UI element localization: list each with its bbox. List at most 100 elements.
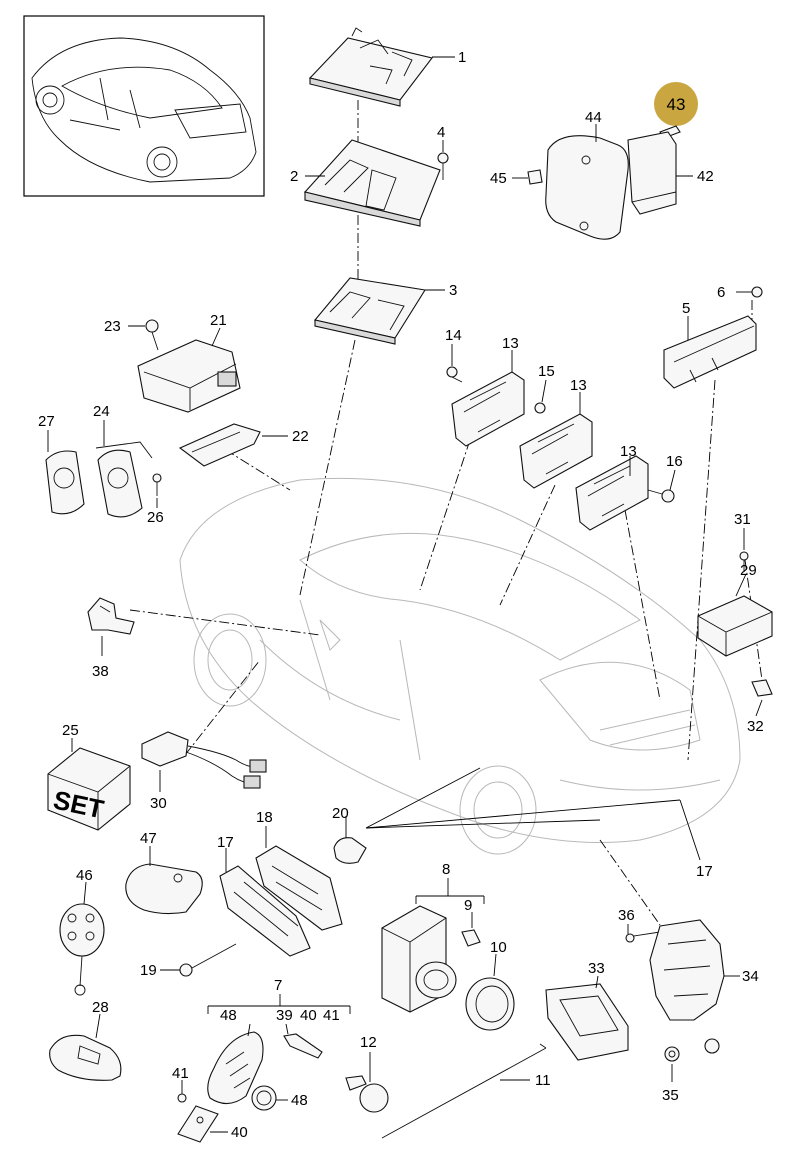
part-47-fob: 47 [125, 830, 203, 915]
callout-30: 30 [150, 795, 167, 812]
callout-46: 46 [76, 867, 93, 884]
part-13-module-c: 13 [575, 443, 649, 531]
part-44-cover: 44 [545, 109, 629, 240]
callout-43: 43 [667, 95, 686, 114]
assembly-lines [129, 100, 763, 926]
callout-10: 10 [490, 939, 507, 956]
part-15-screw: 15 [534, 363, 555, 414]
part-20-bulb: 20 [332, 805, 367, 864]
part-40-plate: 40 [177, 1105, 248, 1143]
callout-38: 38 [92, 663, 109, 680]
callout-17a: 17 [217, 834, 234, 851]
part-28-key: 28 [49, 999, 122, 1081]
callout-3: 3 [449, 282, 457, 299]
callout-48b: 48 [291, 1092, 308, 1109]
callout-18: 18 [256, 809, 273, 826]
callout-47: 47 [140, 830, 157, 847]
callout-40a: 40 [300, 1007, 317, 1024]
part-22-bracket: 22 [178, 423, 309, 467]
part-41-screw: 41 [172, 1065, 189, 1103]
part-19-bolt: 19 [140, 943, 237, 979]
part-21-housing: 21 [137, 312, 241, 413]
part-13-module-a: 13 [451, 335, 525, 447]
part-4-screw: 4 [437, 124, 449, 180]
callout-19: 19 [140, 962, 157, 979]
callout-48a: 48 [220, 1007, 237, 1024]
callout-5: 5 [682, 300, 690, 317]
part-7-key-set: 7 48 39 40 41 [207, 977, 351, 1024]
callout-16: 16 [666, 453, 683, 470]
callout-32: 32 [747, 718, 764, 735]
callout-24: 24 [93, 403, 110, 420]
part-10-ring: 10 [465, 939, 515, 1031]
part-16-screw: 16 [647, 453, 683, 503]
part-48-battery: 48 [251, 1085, 308, 1111]
part-14-screw: 14 [445, 327, 463, 383]
part-43-highlight: 43 [654, 82, 698, 139]
callout-17b: 17 [696, 863, 713, 880]
callout-29: 29 [740, 562, 757, 579]
callout-8: 8 [442, 861, 450, 878]
part-6-screw: 6 [717, 284, 763, 301]
callout-39: 39 [276, 1007, 293, 1024]
leader-17: 17 [365, 767, 713, 880]
callout-13a: 13 [502, 335, 519, 352]
part-35-nut: 35 [662, 1038, 720, 1104]
part-42-module: 42 [627, 131, 714, 215]
callout-41a: 41 [323, 1007, 340, 1024]
callout-25: 25 [62, 722, 79, 739]
callout-9: 9 [464, 897, 472, 914]
callout-27: 27 [38, 413, 55, 430]
part-38-latch: 38 [87, 597, 135, 680]
callout-36: 36 [618, 907, 635, 924]
part-5-module: 5 [663, 300, 757, 389]
part-8-camera: 8 [381, 861, 485, 1013]
callout-7: 7 [274, 977, 282, 994]
part-12-key: 12 [345, 1034, 389, 1113]
part-46-key: 46 [59, 867, 105, 996]
callout-31: 31 [734, 511, 751, 528]
callout-22: 22 [292, 428, 309, 445]
callout-4: 4 [437, 124, 445, 141]
part-25-set-box: SET 25 [47, 722, 131, 831]
part-17-lamp: 17 [217, 834, 311, 957]
part-13-module-b: 13 [519, 377, 593, 489]
part-39-blade [283, 1023, 323, 1059]
highlight-badge [654, 82, 698, 126]
callout-13c: 13 [620, 443, 637, 460]
callout-11: 11 [535, 1072, 551, 1089]
callout-44: 44 [585, 109, 602, 126]
callout-20: 20 [332, 805, 349, 822]
part-2-bracket: 2 [290, 139, 441, 227]
part-48-key-remote [207, 1023, 264, 1105]
part-33-module: 33 [545, 960, 629, 1061]
part-1-control-unit: 1 [308, 27, 466, 107]
callout-1: 1 [458, 49, 466, 66]
callout-13b: 13 [570, 377, 587, 394]
part-3-base-plate: 3 [314, 277, 457, 345]
part-31-screw: 31 [734, 511, 751, 572]
callout-26: 26 [147, 509, 164, 526]
part-45-clip: 45 [490, 169, 543, 187]
callout-12: 12 [360, 1034, 377, 1051]
callout-34: 34 [742, 968, 759, 985]
part-36-screw: 36 [618, 907, 661, 943]
part-24-speaker: 24 [93, 403, 153, 518]
vehicle-thumbnail [23, 15, 265, 197]
callout-2: 2 [290, 168, 298, 185]
callout-33: 33 [588, 960, 605, 977]
callout-40b: 40 [231, 1124, 248, 1141]
callout-15: 15 [538, 363, 555, 380]
callout-6: 6 [717, 284, 725, 301]
part-30-harness: 30 [141, 731, 267, 812]
part-18-lamp-housing: 18 [255, 809, 343, 931]
callout-14: 14 [445, 327, 462, 344]
part-34-bracket: 34 [649, 919, 759, 1021]
part-23-screw: 23 [104, 318, 159, 351]
part-26-screw: 26 [147, 473, 164, 526]
part-11-rod: 11 [381, 1043, 551, 1139]
callout-28: 28 [92, 999, 109, 1016]
callout-35: 35 [662, 1087, 679, 1104]
part-9-clip: 9 [461, 897, 481, 947]
